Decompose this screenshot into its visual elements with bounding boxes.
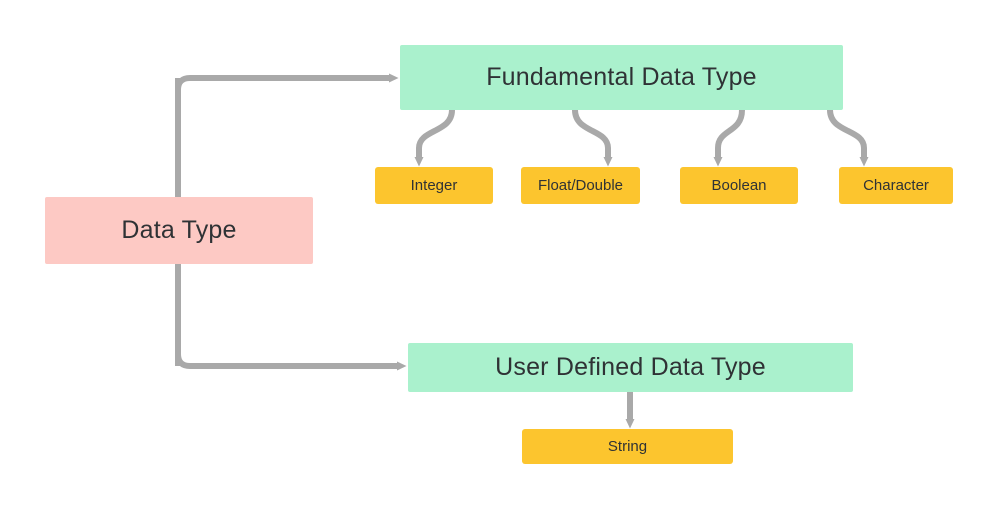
connector-root-to-user-defined xyxy=(175,78,407,371)
node-data-type: Data Type xyxy=(45,197,313,264)
node-fundamental-data-type: Fundamental Data Type xyxy=(400,45,843,110)
node-string: String xyxy=(522,429,733,464)
node-user-defined-data-type: User Defined Data Type xyxy=(408,343,853,392)
node-integer: Integer xyxy=(375,167,493,204)
node-character: Character xyxy=(839,167,953,204)
node-boolean: Boolean xyxy=(680,167,798,204)
node-float-double: Float/Double xyxy=(521,167,640,204)
connector-fundamental-to-float-double xyxy=(572,109,613,167)
connector-fundamental-to-boolean xyxy=(713,109,745,167)
connector-fundamental-to-integer xyxy=(414,109,455,167)
connector-fundamental-to-character xyxy=(827,109,869,167)
